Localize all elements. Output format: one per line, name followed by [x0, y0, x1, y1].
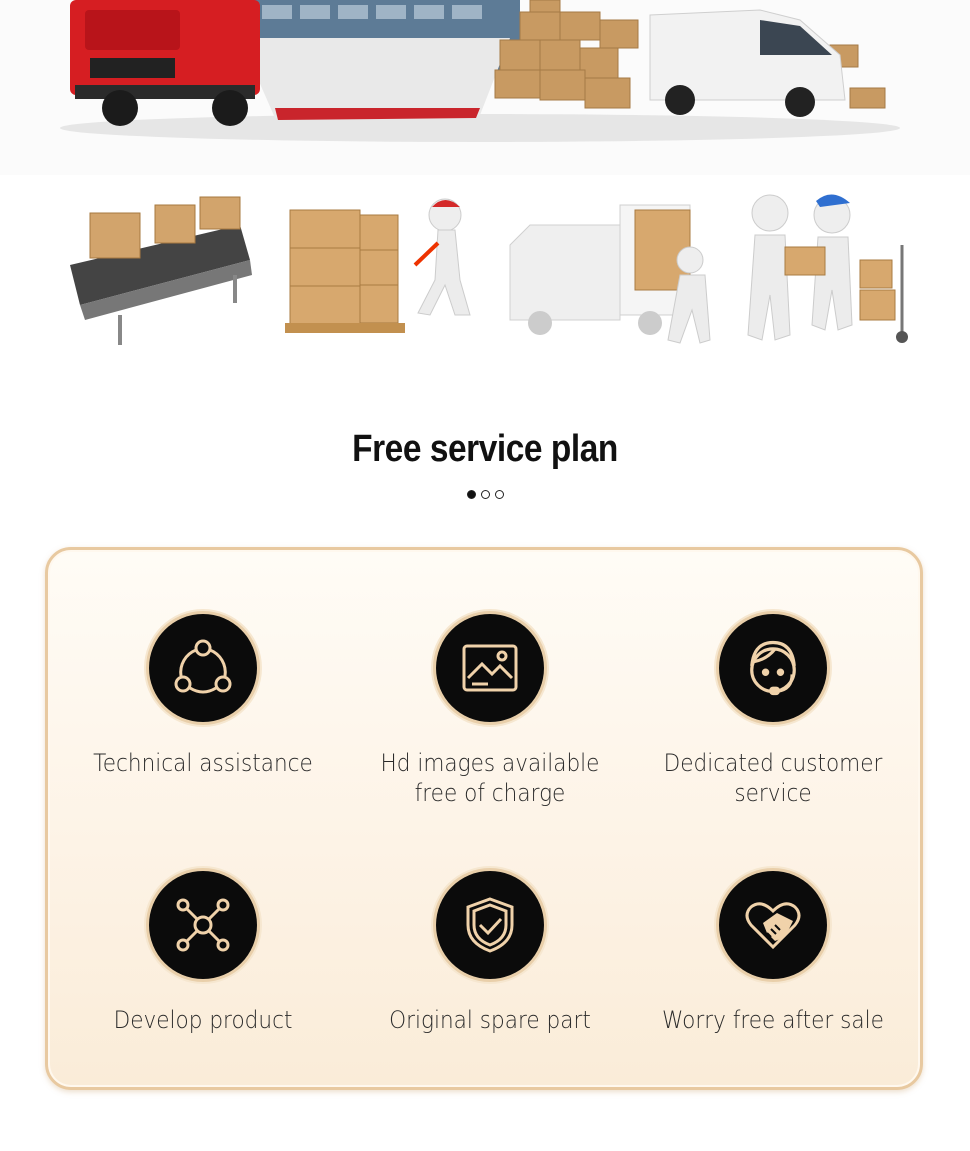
- service-label: Worry free after sale: [662, 1006, 884, 1034]
- pager-dot-3[interactable]: [494, 490, 504, 499]
- service-label: Develop product: [113, 1006, 293, 1034]
- image-icon: [436, 614, 544, 722]
- service-technical-assistance: Technical assistance: [58, 614, 348, 778]
- services-panel: Technical assistance Hd images available…: [45, 547, 923, 1090]
- service-label: Technical assistance: [93, 749, 313, 777]
- hub-nodes-icon: [149, 871, 257, 979]
- logistics-banner-image: [0, 0, 970, 175]
- carousel-pagination: [0, 490, 970, 502]
- service-original-spare-part: Original spare part: [345, 871, 635, 1035]
- service-hd-images: Hd images available free of charge: [345, 614, 635, 808]
- service-dedicated-customer: Dedicated customer service: [628, 614, 918, 808]
- service-develop-product: Develop product: [58, 871, 348, 1035]
- conveyor-boxes-image: [70, 196, 252, 345]
- service-label: Hd images available free of charge: [380, 749, 600, 807]
- van-loading-image: [509, 204, 711, 344]
- network-triangle-icon: [149, 614, 257, 722]
- pager-dot-2[interactable]: [480, 490, 490, 499]
- service-label: Original spare part: [389, 1006, 591, 1034]
- pallet-jack-image: [285, 198, 471, 333]
- delivery-handover-image: [747, 194, 908, 343]
- section-title: Free service plan: [352, 428, 618, 470]
- shield-check-icon: [436, 871, 544, 979]
- pager-dot-1[interactable]: [466, 490, 476, 499]
- headset-agent-icon: [719, 614, 827, 722]
- service-worry-free-after-sale: Worry free after sale: [628, 871, 918, 1035]
- service-label: Dedicated customer service: [663, 749, 883, 807]
- shipping-process-images: [70, 194, 908, 345]
- handshake-heart-icon: [719, 871, 827, 979]
